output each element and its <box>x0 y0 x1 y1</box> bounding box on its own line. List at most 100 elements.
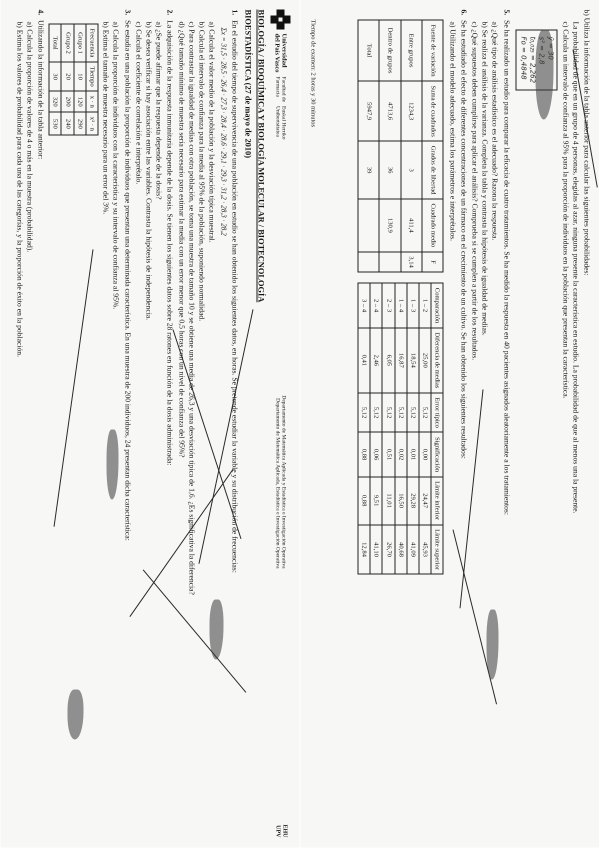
table-cell: 1 – 3 <box>406 283 419 328</box>
comparisons-table: Comparación Diferencia de medias Error t… <box>357 283 444 575</box>
table-cell: 39 <box>357 141 380 199</box>
question-5b: b) Se realiza el análisis de la varianza… <box>480 21 490 336</box>
table-cell: 5,12 <box>370 392 383 433</box>
table-cell: 5,12 <box>394 392 407 433</box>
table-cell: 411,4 <box>400 198 423 252</box>
page-right-content: b) Utiliza la información de la tabla an… <box>307 10 598 838</box>
university-name-2: del País Vasco <box>273 33 281 73</box>
question-1: 1. En el estudio del tiempo de supervive… <box>230 10 239 838</box>
table-header-cell: Significación <box>431 432 444 477</box>
table-row: Grupo 1 10 120 290 <box>73 24 86 136</box>
table-cell: 6,05 <box>382 327 395 393</box>
table-row: Dentro de grupos 4713,6 36 130,9 <box>379 20 401 273</box>
table-cell: 9,51 <box>370 476 383 525</box>
table-row: 1 – 4 16,87 5,12 0,02 16,50 40,68 <box>394 283 407 575</box>
table-cell: 12,84 <box>357 524 371 575</box>
exam-subtitle: BIOESTADÍSTICA (27 de mayo de 2010) <box>243 9 253 159</box>
table-cell: 5,12 <box>406 392 419 433</box>
question-6a: a) Utilizando el modelo adecuado, estima… <box>448 21 458 242</box>
table-header-row: Frecuencia Tiempo x · n x² · n <box>85 24 98 136</box>
table-cell <box>379 251 401 273</box>
question-6: 6. Se ha estudiado el efecto de diferent… <box>459 10 468 838</box>
table-header-cell: Frecuencia <box>85 24 98 62</box>
exam-page-left: Universidad del País Vasco Facultad de F… <box>0 0 300 848</box>
table-header-cell: Error típico <box>431 392 444 433</box>
handwritten-stroke <box>53 249 94 527</box>
table-header-cell: Límite inferior <box>431 476 444 525</box>
table-cell: 5,12 <box>382 392 395 433</box>
table-cell: 45,93 <box>418 524 432 575</box>
ehu-mark: EHU UPV <box>274 824 288 838</box>
table-row: Total 5947,9 39 <box>357 20 380 273</box>
faculty-name: Facultad de Farmacia <box>274 76 288 103</box>
table-row: Entre grupos 1234,3 3 411,4 3,14 <box>400 20 423 273</box>
ink-blot <box>535 29 554 120</box>
question-2a: a) ¿Se puede afirmar que la respuesta de… <box>154 21 164 200</box>
table-cell: 3 <box>400 141 423 199</box>
anova-table: Fuente de variación Suma de cuadrados Gr… <box>357 20 444 273</box>
table-cell: 4713,6 <box>379 81 401 142</box>
table-header-cell: Diferencia de medias <box>431 327 444 393</box>
table-cell: Entre grupos <box>400 20 423 81</box>
table-row: Grupo 2 20 200 240 <box>61 24 74 136</box>
table-cell: 30 <box>49 61 62 92</box>
table-cell: 120 <box>73 91 86 113</box>
table-cell <box>357 198 380 252</box>
table-cell: 1 – 4 <box>394 283 407 328</box>
table-cell: 26,70 <box>382 524 395 575</box>
table-cell: 40,68 <box>394 524 407 575</box>
table-cell: 25,00 <box>418 327 432 393</box>
table-cell: 3,14 <box>400 251 423 273</box>
question-4b: b) Estima los valores de probabilidad pa… <box>15 21 25 357</box>
table-cell: 0,88 <box>357 476 371 525</box>
question-5a: a) ¿Qué tipo de análisis estadístico es … <box>490 21 500 241</box>
table-cell: 0,41 <box>357 327 371 393</box>
question-number: 1. <box>230 9 240 16</box>
table-cell: Total <box>357 20 380 81</box>
ink-blot <box>67 689 84 740</box>
table-cell: 24,47 <box>418 476 432 525</box>
page-footer: Tiempo de examen: 2 horas y 30 minutos <box>309 19 317 128</box>
question-number: 4. <box>36 9 46 16</box>
table-header-cell: x · n <box>85 91 98 113</box>
table-cell: 240 <box>61 112 74 136</box>
table-cell: 10 <box>73 61 86 92</box>
table-cell: 320 <box>49 91 62 113</box>
table-row: Total 30 320 530 <box>49 24 62 136</box>
table-cell: 2,46 <box>370 327 383 393</box>
table-cell: 2 – 4 <box>370 283 383 328</box>
table-header-cell: Grados de libertad <box>422 141 444 199</box>
question-number: 2. <box>165 9 175 16</box>
question-3: 3. Se estudia en una población la propor… <box>123 10 132 838</box>
question-1c: c) Para contrastar la igualdad de medias… <box>187 21 197 595</box>
page-left-content: Universidad del País Vasco Facultad de F… <box>7 9 294 838</box>
table-cell: 5,12 <box>418 392 432 433</box>
table-cell: 29,28 <box>406 476 419 525</box>
table-cell: 5,12 <box>357 392 371 433</box>
question-text: Se ha realizado un estudio para comparar… <box>502 20 512 515</box>
table-row: 1 – 2 25,00 5,12 0,00 24,47 45,93 <box>418 283 432 575</box>
table-row: 2 – 4 2,46 5,12 0,06 9,51 41,10 <box>370 283 383 575</box>
question-4a: a) Calcula la proporción de valores de 4… <box>25 21 35 253</box>
question-2c: c) Calcula el coeficiente de correlación… <box>134 21 144 185</box>
table-cell: 41,10 <box>370 524 383 575</box>
upv-logo-icon <box>270 9 291 30</box>
table-cell: Dentro de grupos <box>379 20 401 81</box>
department-name: Departamento de Matemática Aplicada y Es… <box>274 395 288 569</box>
table-cell: 3 – 4 <box>357 283 371 328</box>
question-1d: d) ¿Qué tamaño mínimo de muestra sería n… <box>177 21 187 458</box>
question-text: Utilizando la información de la tabla an… <box>36 20 46 160</box>
table-cell: 530 <box>49 112 62 136</box>
table-cell: 200 <box>61 91 74 113</box>
table-header-cell: Suma de cuadrados <box>422 81 444 142</box>
question-c: c) Calcula un intervalo de confianza al … <box>561 21 571 399</box>
question-4: 4. Utilizando la información de la tabla… <box>36 9 46 838</box>
table-header-cell: Comparación <box>431 283 444 328</box>
question-text: La adquisición de la respuesta inmunitar… <box>165 20 175 466</box>
university-logo: Universidad del País Vasco Facultad de F… <box>270 9 291 140</box>
table-header-cell: F <box>422 251 444 273</box>
university-basque-name: Euskal Herriko Unibertsitatea <box>274 106 288 140</box>
question-2: 2. La adquisición de la respuesta inmuni… <box>166 10 175 838</box>
question-number: 3. <box>123 9 133 16</box>
table-cell: Total <box>49 24 62 62</box>
